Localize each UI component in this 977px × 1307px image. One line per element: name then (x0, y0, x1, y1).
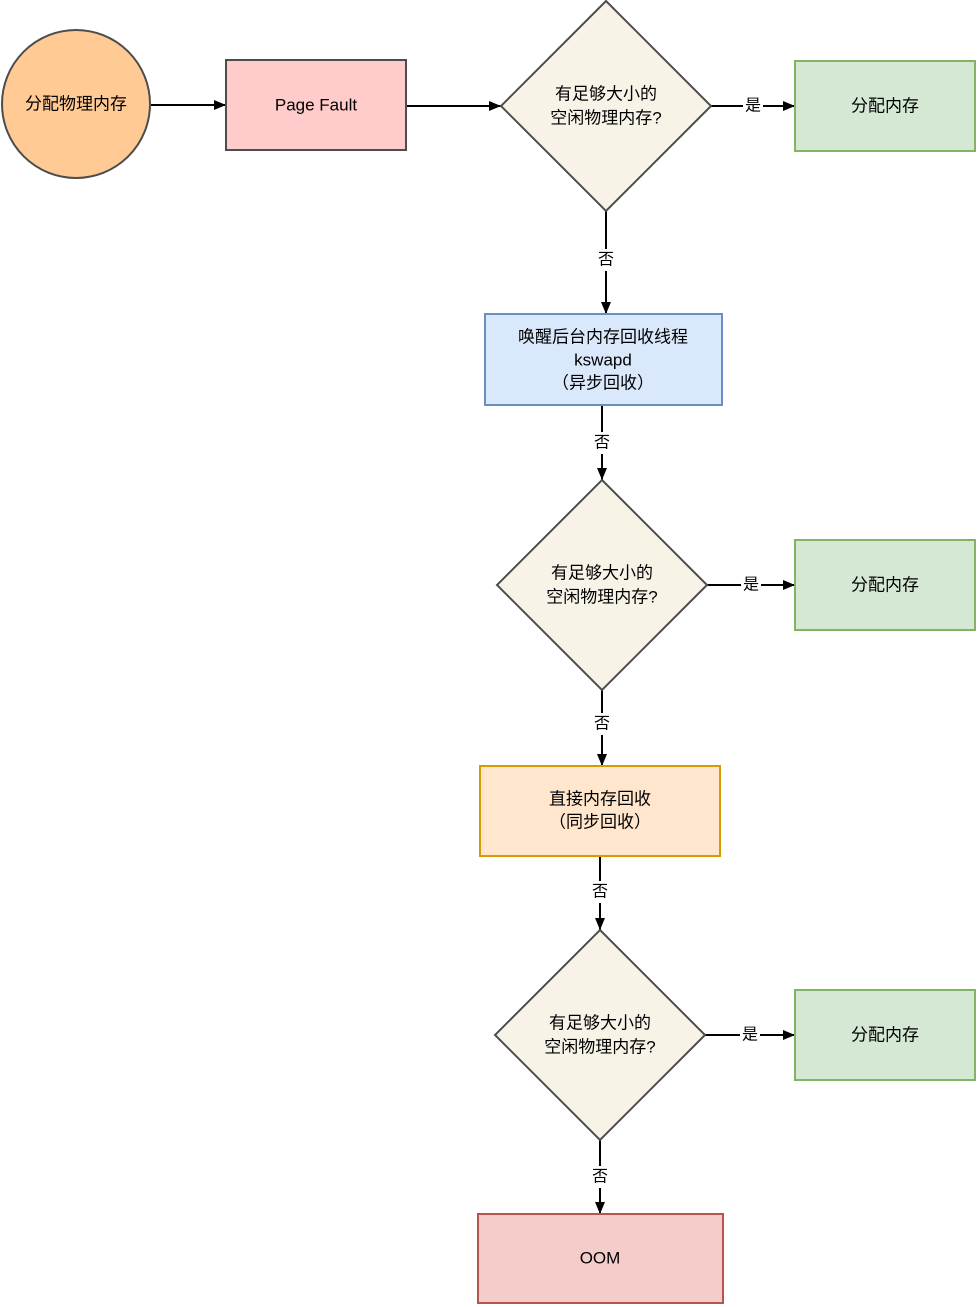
edge-label-no-2-text: 否 (594, 435, 610, 452)
kswapd-rect (484, 313, 723, 406)
decision-3-label-line1: 有足够大小的 (549, 1014, 651, 1033)
edge-label-no-5-bg (589, 1166, 611, 1188)
allocate-2-rect (794, 539, 976, 631)
allocate-1-rect (794, 60, 976, 152)
edge-label-yes-1: 是 (743, 95, 763, 117)
node-decision-3: 有足够大小的 空闲物理内存? (493, 928, 707, 1142)
edge-label-yes-3-text: 是 (742, 1027, 758, 1044)
page-fault-label: Page Fault (275, 96, 357, 115)
direct-reclaim-label-line2: （同步回收） (549, 813, 651, 832)
kswapd-label-line2: kswapd (574, 351, 632, 370)
edge-label-no-2: 否 (591, 432, 613, 454)
edge-label-yes-2-bg (741, 574, 761, 596)
node-decision-2: 有足够大小的 空闲物理内存? (495, 478, 709, 692)
allocate-2-label: 分配内存 (851, 576, 919, 595)
direct-reclaim-rect (479, 765, 721, 857)
edge-label-no-3-bg (591, 713, 613, 735)
decision-1-label-line1: 有足够大小的 (555, 85, 657, 104)
edge-label-no-5-text: 否 (592, 1169, 608, 1186)
allocate-3-label: 分配内存 (851, 1026, 919, 1045)
decision-1-label-line2: 空闲物理内存? (550, 109, 661, 128)
node-oom: OOM (477, 1213, 724, 1304)
node-direct-reclaim: 直接内存回收 （同步回收） (479, 765, 721, 857)
edge-label-no-3: 否 (591, 713, 613, 735)
edge-label-no-2-bg (591, 432, 613, 454)
edge-label-no-1: 否 (595, 249, 617, 271)
decision-3-label-line2: 空闲物理内存? (544, 1038, 655, 1057)
decision-2-diamond (495, 478, 709, 692)
decision-1-diamond (499, 0, 713, 213)
edge-label-yes-3-bg (740, 1024, 760, 1046)
edge-label-no-1-text: 否 (598, 252, 614, 269)
node-start: 分配物理内存 (1, 29, 151, 179)
node-allocate-1: 分配内存 (794, 60, 976, 152)
edge-label-no-5: 否 (589, 1166, 611, 1188)
allocate-3-rect (794, 989, 976, 1081)
node-allocate-2: 分配内存 (794, 539, 976, 631)
decision-2-label-line2: 空闲物理内存? (546, 588, 657, 607)
node-decision-1: 有足够大小的 空闲物理内存? (499, 0, 713, 213)
kswapd-label-line1: 唤醒后台内存回收线程 (518, 328, 688, 347)
node-allocate-3: 分配内存 (794, 989, 976, 1081)
edge-label-no-3-text: 否 (594, 716, 610, 733)
edge-label-no-4-bg (589, 881, 611, 903)
direct-reclaim-label-line1: 直接内存回收 (549, 790, 651, 809)
start-label: 分配物理内存 (25, 95, 127, 114)
edge-label-no-4-text: 否 (592, 884, 608, 901)
edge-label-yes-2-text: 是 (743, 577, 759, 594)
edge-label-no-1-bg (595, 249, 617, 271)
node-kswapd: 唤醒后台内存回收线程 kswapd （异步回收） (484, 313, 723, 406)
oom-rect (477, 1213, 724, 1304)
decision-2-label-line1: 有足够大小的 (551, 564, 653, 583)
node-page-fault: Page Fault (225, 59, 407, 151)
edge-label-yes-3: 是 (740, 1024, 760, 1046)
edge-label-yes-1-text: 是 (745, 98, 761, 115)
edge-label-no-4: 否 (589, 881, 611, 903)
edge-label-yes-1-bg (743, 95, 763, 117)
start-circle (1, 29, 151, 179)
allocate-1-label: 分配内存 (851, 97, 919, 116)
oom-label: OOM (580, 1249, 621, 1268)
edge-label-yes-2: 是 (741, 574, 761, 596)
decision-3-diamond (493, 928, 707, 1142)
kswapd-label-line3: （异步回收） (552, 374, 654, 393)
page-fault-rect (225, 59, 407, 151)
